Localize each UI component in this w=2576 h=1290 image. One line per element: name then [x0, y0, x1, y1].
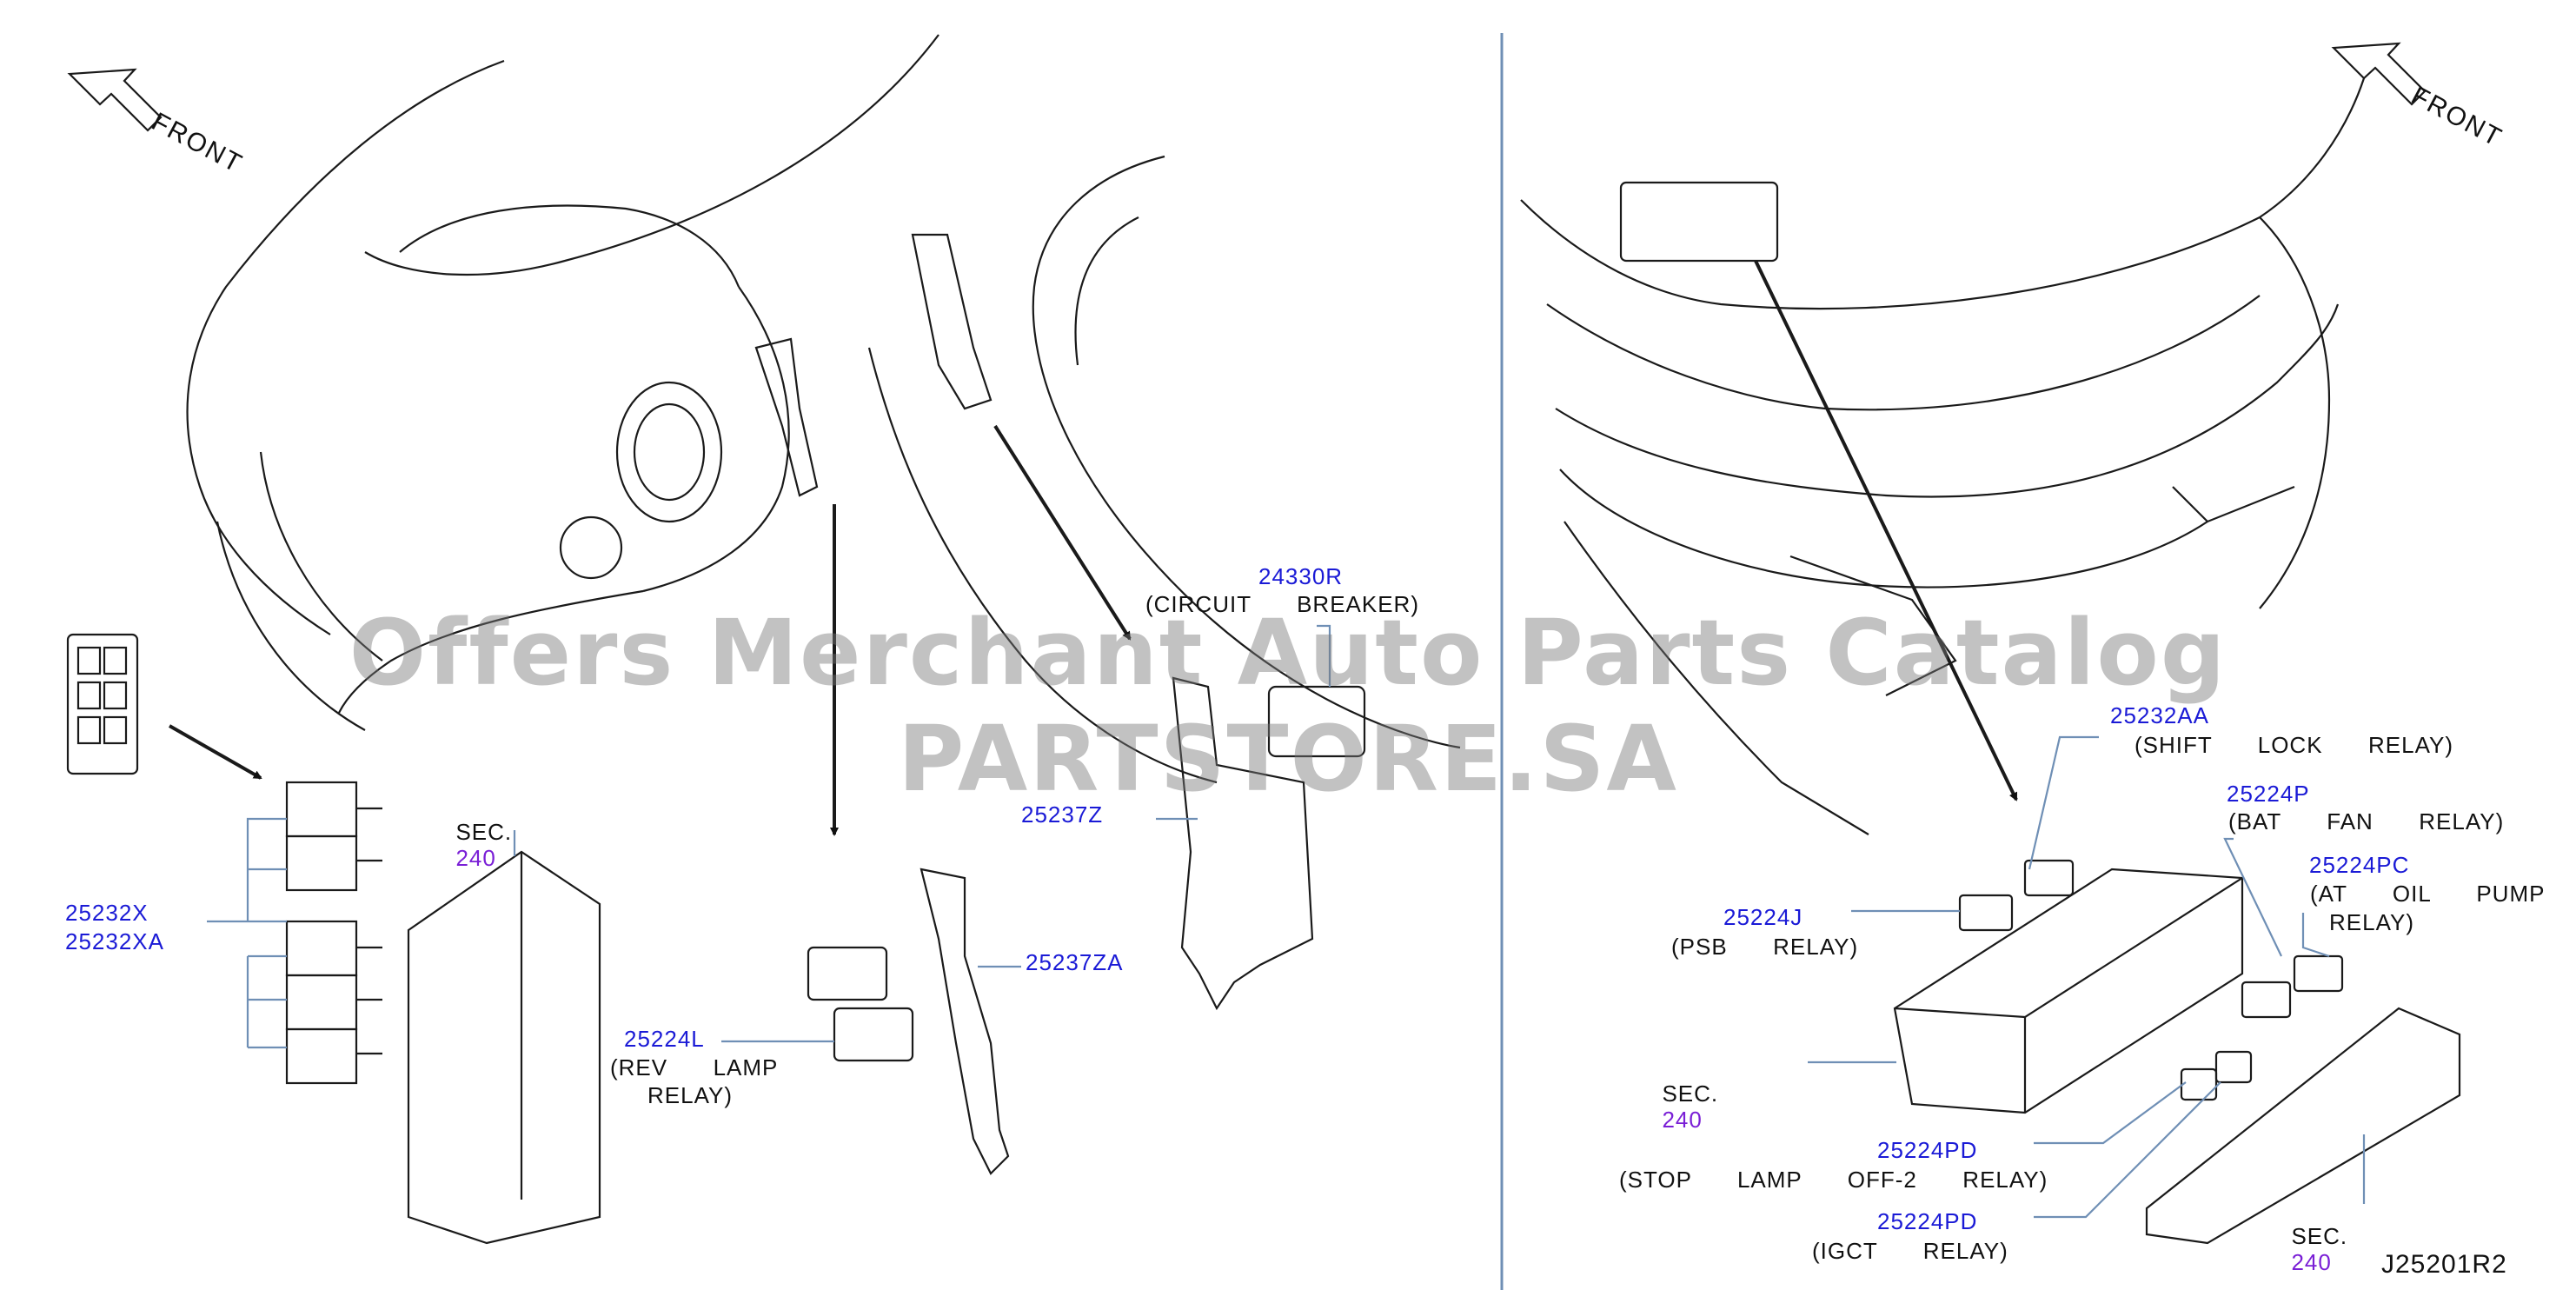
- part-24330r-desc: (CIRCUIT BREAKER): [1145, 591, 1419, 617]
- part-25224l-desc: (REV LAMP: [610, 1054, 779, 1081]
- sec-prefix: SEC.: [455, 819, 513, 845]
- part-25224pd-stop[interactable]: 25224PD: [1877, 1137, 1978, 1163]
- sec-prefix: SEC.: [2291, 1223, 2348, 1249]
- front-arrow-left: [67, 68, 163, 132]
- part-25224pc-desc2: RELAY): [2329, 909, 2414, 935]
- part-25224l-desc2: RELAY): [647, 1082, 733, 1108]
- circuit-breaker-shape: [1267, 685, 1366, 758]
- part-25224pc[interactable]: 25224PC: [2309, 852, 2410, 878]
- relay-stack: [285, 781, 382, 1085]
- bracket-25237za: [920, 868, 1010, 1175]
- sec-value[interactable]: 240: [2291, 1249, 2332, 1275]
- fuse-box: [407, 830, 601, 1245]
- control-unit-shape: [1619, 181, 1779, 263]
- relay-box-right: [1893, 868, 2244, 1114]
- dash-outline-left: [186, 59, 505, 635]
- part-25224pd-igct-desc: (IGCT RELAY): [1812, 1238, 2008, 1264]
- part-25224pc-desc: (AT OIL PUMP: [2310, 881, 2546, 907]
- part-25224j[interactable]: 25224J: [1723, 904, 1803, 930]
- bracket-25237z: [1172, 676, 1314, 1011]
- part-25224l[interactable]: 25224L: [624, 1026, 705, 1052]
- part-25224p-desc: (BAT FAN RELAY): [2228, 808, 2505, 835]
- part-24330r[interactable]: 24330R: [1258, 563, 1344, 589]
- part-25232aa[interactable]: 25232AA: [2110, 702, 2209, 728]
- relay-cluster-shape: [66, 633, 139, 775]
- dash-outline-right: [1032, 155, 1461, 749]
- part-25224p[interactable]: 25224P: [2227, 781, 2310, 807]
- watermark: Offers Merchant Auto Parts Catalog PARTS…: [349, 600, 2227, 812]
- sec-ref-right-bottom[interactable]: SEC. 240: [2277, 1197, 2347, 1275]
- sec-value[interactable]: 240: [1662, 1107, 1703, 1133]
- part-25237z[interactable]: 25237Z: [1021, 801, 1104, 828]
- part-25237za[interactable]: 25237ZA: [1026, 949, 1124, 975]
- part-25232xa[interactable]: 25232XA: [65, 928, 164, 954]
- cover-shape: [2145, 1007, 2461, 1245]
- part-25224pd-igct[interactable]: 25224PD: [1877, 1208, 1978, 1234]
- rear-trunk: [1520, 77, 2366, 310]
- sec-ref-right-left[interactable]: SEC. 240: [1648, 1054, 1718, 1133]
- part-25232aa-desc: (SHIFT LOCK RELAY): [2134, 732, 2453, 758]
- sec-value[interactable]: 240: [455, 845, 496, 871]
- part-25232x[interactable]: 25232X: [65, 900, 149, 926]
- part-25224pd-stop-desc: (STOP LAMP OFF-2 RELAY): [1619, 1167, 2048, 1193]
- part-25224j-desc: (PSB RELAY): [1671, 934, 1859, 960]
- diagram-id: J25201R2: [2381, 1250, 2507, 1279]
- front-arrow-right: [2331, 42, 2427, 106]
- sec-ref-left[interactable]: SEC. 240: [442, 793, 512, 871]
- steering-column: [615, 381, 723, 523]
- sec-prefix: SEC.: [1662, 1081, 1719, 1107]
